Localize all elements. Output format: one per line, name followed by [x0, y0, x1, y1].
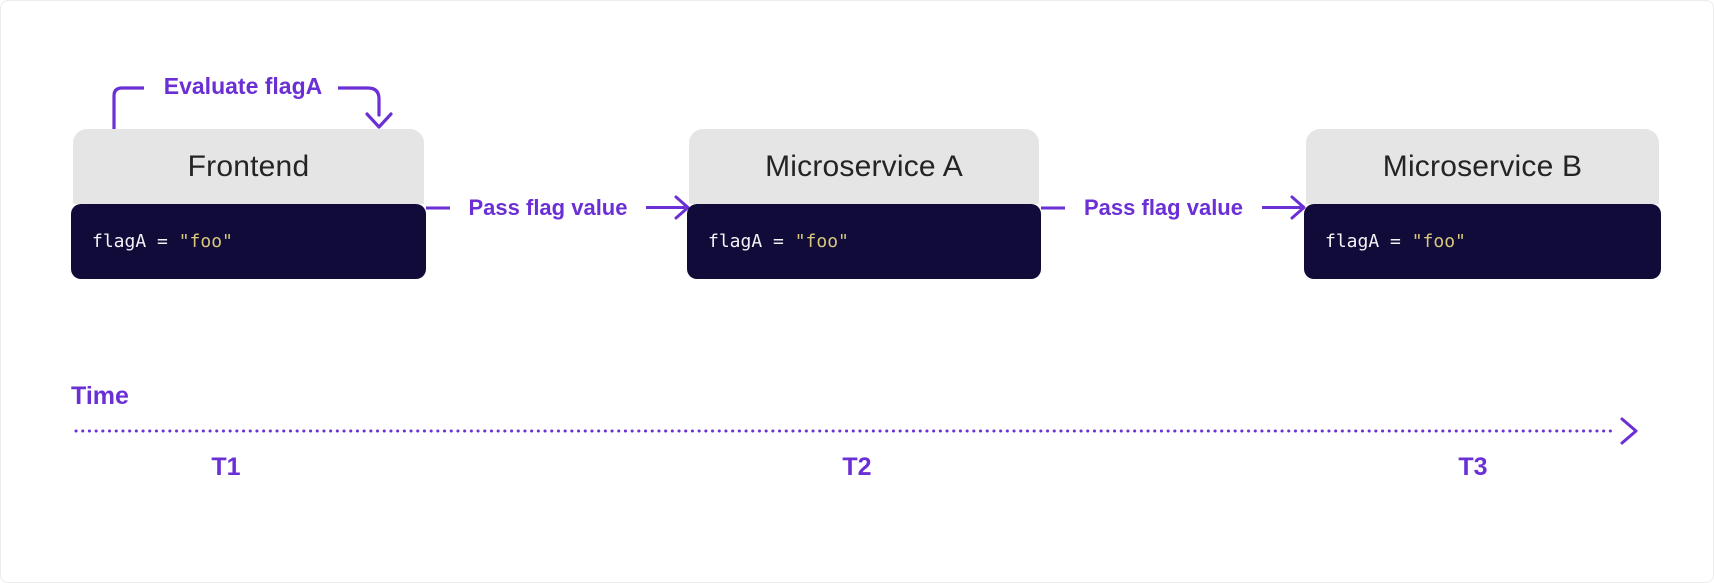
node-frontend: Frontend flagA = "foo" [71, 129, 426, 279]
evaluate-flag-label: Evaluate flagA [163, 73, 323, 99]
code-string-value: "foo" [178, 231, 233, 252]
node-microservice-a: Microservice A flagA = "foo" [687, 129, 1041, 279]
node-microservice-b-code: flagA = "foo" [1304, 204, 1661, 279]
timeline-tick-t2: T2 [842, 453, 872, 481]
evaluate-loop-arrow-icon [338, 86, 393, 129]
node-microservice-a-code: flagA = "foo" [687, 204, 1041, 279]
pass-flag-label: Pass flag value [1084, 194, 1243, 220]
code-variable: flagA = [1325, 231, 1412, 252]
node-microservice-b: Microservice B flagA = "foo" [1304, 129, 1661, 279]
arrow-dash-icon [1041, 206, 1065, 209]
right-arrow-icon [645, 195, 690, 220]
evaluate-loop-left-bracket [112, 86, 144, 131]
pass-flag-arrow-2: Pass flag value [1041, 194, 1306, 221]
timeline-label: Time [71, 382, 129, 410]
code-variable: flagA = [92, 231, 179, 252]
timeline-arrowhead-icon [1620, 417, 1638, 445]
pass-flag-label: Pass flag value [468, 194, 628, 220]
pass-flag-arrow-1: Pass flag value [426, 194, 690, 221]
arrow-dash-icon [426, 206, 450, 209]
node-frontend-title: Frontend [73, 129, 424, 204]
timeline-tick-t3: T3 [1458, 453, 1488, 481]
right-arrow-icon [1261, 195, 1306, 220]
node-microservice-b-title: Microservice B [1306, 129, 1659, 204]
code-string-value: "foo" [1411, 231, 1466, 252]
node-microservice-a-title: Microservice A [689, 129, 1039, 204]
timeline-tick-t1: T1 [211, 453, 241, 481]
code-string-value: "foo" [794, 231, 849, 252]
node-frontend-code: flagA = "foo" [71, 204, 426, 279]
code-variable: flagA = [708, 231, 795, 252]
timeline-axis [74, 417, 1638, 445]
